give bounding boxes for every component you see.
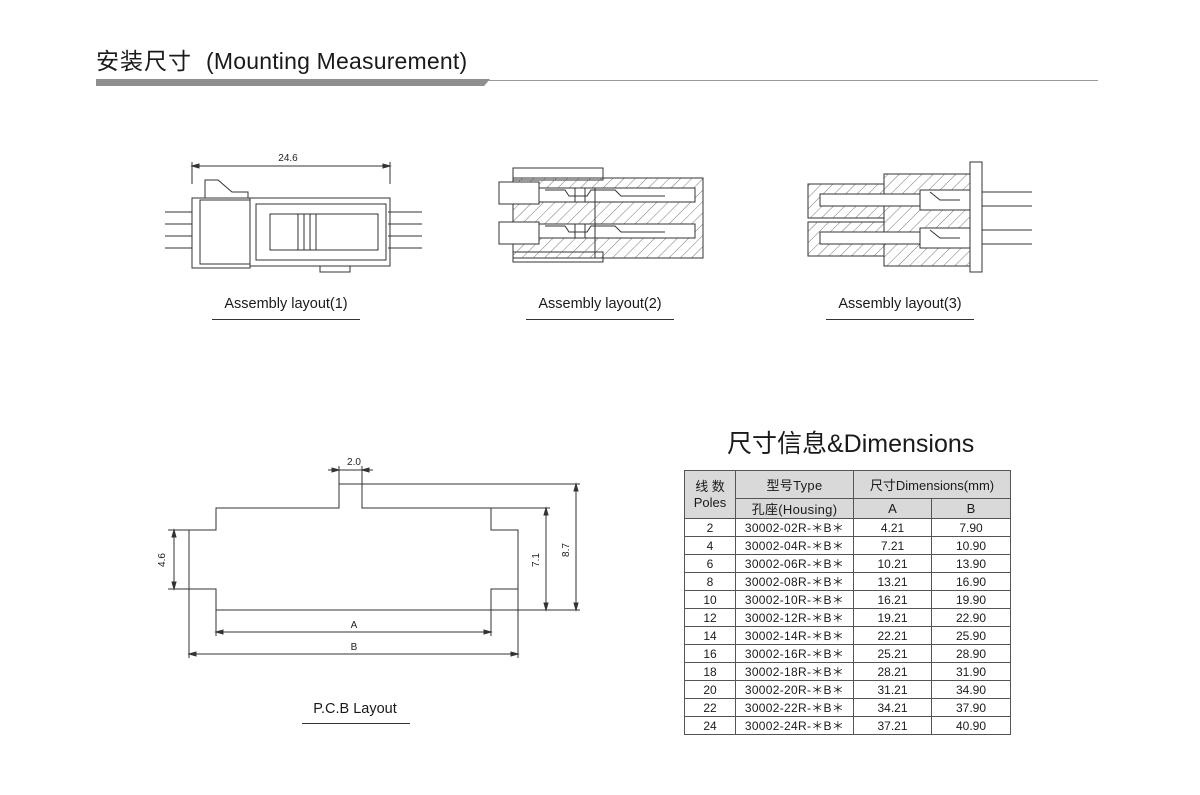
assembly-drawing-3 (807, 161, 1032, 273)
type-cell: 30002-08R-＊B＊ (735, 572, 854, 591)
poles-cell: 20 (684, 680, 736, 699)
b-cell: 34.90 (931, 680, 1011, 699)
type-cell: 30002-16R-＊B＊ (735, 644, 854, 663)
dimensions-title: 尺寸信息&Dimensions (727, 430, 975, 458)
pcb-dim-outer-height: 8.7 (561, 543, 572, 557)
a-cell: 16.21 (853, 590, 932, 609)
poles-cell: 12 (684, 608, 736, 627)
poles-cell: 24 (684, 716, 736, 735)
a-header: A (853, 498, 932, 519)
pcb-caption: P.C.B Layout (313, 701, 397, 717)
a-cell: 4.21 (853, 518, 932, 537)
page-title: 安装尺寸 (Mounting Measurement) (96, 42, 467, 76)
dim-label-24-6: 24.6 (278, 153, 298, 164)
type-cell: 30002-10R-＊B＊ (735, 590, 854, 609)
type-cell: 30002-18R-＊B＊ (735, 662, 854, 681)
pcb-dim-pitch: 2.0 (347, 457, 361, 468)
poles-header-en: Poles (693, 494, 727, 510)
type-cell: 30002-06R-＊B＊ (735, 554, 854, 573)
pcb-dim-inner-height: 7.1 (531, 553, 542, 567)
a-cell: 10.21 (853, 554, 932, 573)
type-cell: 30002-22R-＊B＊ (735, 698, 854, 717)
b-header: B (931, 498, 1011, 519)
poles-cell: 4 (684, 536, 736, 555)
type-cell: 30002-24R-＊B＊ (735, 716, 854, 735)
page-title-en: (Mounting Measurement) (206, 48, 468, 74)
poles-cell: 6 (684, 554, 736, 573)
a-cell: 7.21 (853, 536, 932, 555)
a-cell: 37.21 (853, 716, 932, 735)
a-cell: 22.21 (853, 626, 932, 645)
poles-cell: 18 (684, 662, 736, 681)
a-cell: 13.21 (853, 572, 932, 591)
header-accent-bar (96, 79, 490, 86)
type-cell: 30002-20R-＊B＊ (735, 680, 854, 699)
assembly-caption-3-underline (826, 319, 974, 320)
poles-cell: 10 (684, 590, 736, 609)
poles-cell: 22 (684, 698, 736, 717)
assembly-caption-1-underline (212, 319, 360, 320)
a-cell: 31.21 (853, 680, 932, 699)
poles-cell: 8 (684, 572, 736, 591)
type-cell: 30002-02R-＊B＊ (735, 518, 854, 537)
a-cell: 34.21 (853, 698, 932, 717)
poles-header: 线 数 Poles (684, 470, 736, 519)
dimensions-header: 尺寸Dimensions(mm) (853, 470, 1011, 499)
b-cell: 10.90 (931, 536, 1011, 555)
poles-cell: 14 (684, 626, 736, 645)
page-title-cn: 安装尺寸 (96, 48, 192, 74)
poles-cell: 2 (684, 518, 736, 537)
poles-cell: 16 (684, 644, 736, 663)
type-header: 型号Type (735, 470, 854, 499)
b-cell: 13.90 (931, 554, 1011, 573)
b-cell: 25.90 (931, 626, 1011, 645)
type-cell: 30002-12R-＊B＊ (735, 608, 854, 627)
pcb-dim-a: A (351, 620, 358, 631)
b-cell: 37.90 (931, 698, 1011, 717)
housing-header: 孔座(Housing) (735, 498, 854, 519)
type-cell: 30002-14R-＊B＊ (735, 626, 854, 645)
type-cell: 30002-04R-＊B＊ (735, 536, 854, 555)
poles-header-cn: 线 数 (695, 478, 725, 494)
assembly-drawing-1: 24.6 (165, 153, 422, 273)
pcb-caption-underline (302, 723, 410, 724)
b-cell: 7.90 (931, 518, 1011, 537)
pcb-layout-drawing: 2.0 4.6 7.1 8.7 A B (157, 457, 580, 658)
b-cell: 19.90 (931, 590, 1011, 609)
b-cell: 31.90 (931, 662, 1011, 681)
assembly-caption-1: Assembly layout(1) (224, 296, 348, 312)
pcb-dim-b: B (351, 642, 358, 653)
assembly-caption-3: Assembly layout(3) (838, 296, 962, 312)
a-cell: 28.21 (853, 662, 932, 681)
b-cell: 40.90 (931, 716, 1011, 735)
pcb-dim-left-height: 4.6 (157, 553, 168, 567)
a-cell: 19.21 (853, 608, 932, 627)
b-cell: 22.90 (931, 608, 1011, 627)
assembly-drawing-2 (498, 167, 704, 263)
a-cell: 25.21 (853, 644, 932, 663)
header-rule (96, 80, 1098, 81)
dimensions-table: 线 数 Poles 型号Type 尺寸Dimensions(mm) 孔座(Hou… (684, 470, 1011, 735)
b-cell: 16.90 (931, 572, 1011, 591)
b-cell: 28.90 (931, 644, 1011, 663)
assembly-caption-2: Assembly layout(2) (538, 296, 662, 312)
assembly-caption-2-underline (526, 319, 674, 320)
